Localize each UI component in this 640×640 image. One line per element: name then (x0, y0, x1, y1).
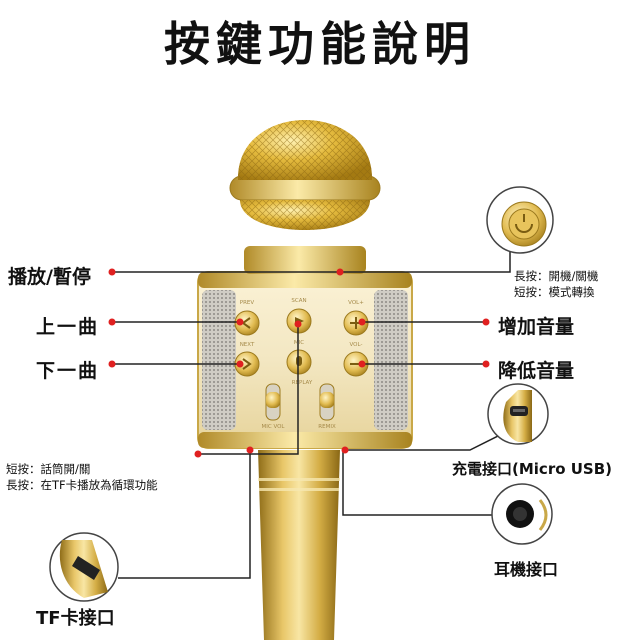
tf-slot-inset (49, 532, 119, 602)
panel-mic: MIC (294, 340, 304, 346)
page-title: 按鍵功能說明 (164, 17, 476, 71)
label-tf-slot: TF卡接口 (36, 608, 115, 629)
callout-dots (108, 268, 490, 458)
panel-prev: PREV (240, 300, 255, 306)
power-button-inset (486, 186, 554, 254)
label-earphone-jack: 耳機接口 (494, 560, 559, 579)
panel-vol-minus: VOL- (350, 342, 363, 348)
label-prev-track: 上一曲 (36, 316, 100, 338)
label-volume-up: 增加音量 (498, 316, 575, 338)
panel-mic-vol: MIC VOL (261, 424, 285, 430)
usb-port-inset (487, 383, 549, 445)
label-next-track: 下一曲 (36, 360, 100, 382)
panel-replay: REPLAY (292, 380, 313, 386)
label-play-pause: 播放/暫停 (8, 266, 91, 288)
note-mic-short: 短按：話筒開/關 (6, 462, 91, 476)
panel-vol-plus: VOL+ (348, 300, 364, 306)
leader-lines (112, 248, 511, 579)
note-power-short: 短按：模式轉換 (514, 285, 595, 299)
panel-remix: REMIX (318, 424, 336, 430)
label-volume-down: 降低音量 (498, 360, 575, 382)
note-mic-long: 長按：在TF卡播放為循環功能 (6, 478, 158, 492)
label-charging-port: 充電接口(Micro USB) (452, 460, 613, 478)
power-button-notes: 長按：開機/關機 短按：模式轉換 (514, 268, 598, 300)
panel-next: NEXT (240, 342, 255, 348)
note-power-long: 長按：開機/關機 (514, 269, 599, 283)
panel-scan: SCAN (291, 298, 306, 304)
mic-button-notes: 短按：話筒開/關 長按：在TF卡播放為循環功能 (6, 461, 158, 493)
earphone-jack-inset (491, 483, 553, 545)
